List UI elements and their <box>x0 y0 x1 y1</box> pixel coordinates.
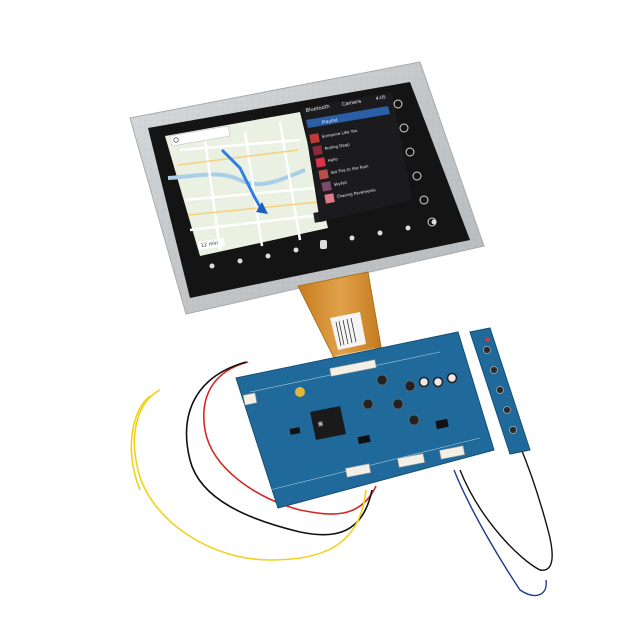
keypad-button[interactable] <box>490 366 498 374</box>
aux-connector[interactable] <box>439 445 466 460</box>
dock-icon[interactable] <box>320 240 327 249</box>
keypad-button[interactable] <box>496 386 504 394</box>
test-pad <box>295 387 305 397</box>
album-art <box>318 169 329 180</box>
keypad-board <box>469 327 531 455</box>
dock-icon[interactable] <box>431 219 437 225</box>
bottom-dock <box>209 219 437 269</box>
power-connector[interactable] <box>345 463 372 478</box>
power-wires <box>130 361 377 561</box>
tab-camera[interactable]: Camera <box>341 99 361 108</box>
album-art <box>321 181 332 192</box>
nav-arrow-icon <box>256 202 268 214</box>
tab-bluetooth[interactable]: Bluetooth <box>305 104 330 114</box>
power-icon[interactable] <box>419 195 429 205</box>
list-item[interactable]: Skyfall <box>333 180 347 187</box>
track-list: Someone Like You Rolling Deep Hello Set … <box>309 128 376 204</box>
search-icon <box>173 137 179 143</box>
music-icon[interactable] <box>405 147 415 157</box>
media-panel: Bluetooth Camera 4:05 Playlist Someone L… <box>302 92 412 222</box>
pcb <box>235 331 495 509</box>
dock-icon[interactable] <box>349 235 355 241</box>
capacitors <box>362 372 458 426</box>
list-item[interactable]: Rolling Deep <box>324 142 350 151</box>
keypad-button[interactable] <box>503 406 511 414</box>
side-controls <box>393 99 437 227</box>
keypad-button[interactable] <box>509 426 517 434</box>
main-chip <box>310 406 346 440</box>
chip-logo-icon: ▣ <box>317 420 324 428</box>
phone-icon[interactable] <box>399 123 409 133</box>
keypad-wires <box>453 445 553 597</box>
list-item[interactable]: Hello <box>327 156 338 163</box>
status-time: 4:05 <box>375 94 386 102</box>
dock-icon[interactable] <box>377 230 383 236</box>
route-line <box>220 148 264 211</box>
dock-icon[interactable] <box>265 253 271 259</box>
home-icon[interactable] <box>209 263 215 269</box>
connectors <box>242 359 466 478</box>
album-art <box>312 145 323 156</box>
ribbon-connector[interactable] <box>329 359 377 377</box>
side-connector[interactable] <box>242 392 258 406</box>
map-eta: 12 min <box>200 240 218 249</box>
keypad-led <box>486 338 490 341</box>
keypad-button[interactable] <box>483 346 491 354</box>
album-art <box>309 133 320 144</box>
dock-icon[interactable] <box>293 247 299 253</box>
dock-icon[interactable] <box>405 225 411 231</box>
lcd-module: 12 min Bluetooth Camera 4:05 Playlist So… <box>129 61 485 315</box>
album-art <box>315 157 326 168</box>
list-item[interactable]: Someone Like You <box>321 128 358 139</box>
navigation-map: 12 min <box>165 112 328 256</box>
list-item[interactable]: Set Fire to the Rain <box>330 163 369 175</box>
keypad-connector[interactable] <box>397 453 426 468</box>
controller-board: ▣ <box>235 331 495 509</box>
playlist-header: Playlist <box>321 117 338 126</box>
settings-icon[interactable] <box>412 171 422 181</box>
dock-icon[interactable] <box>237 258 243 264</box>
menu-icon[interactable] <box>393 99 403 109</box>
list-item[interactable]: Chasing Pavements <box>336 187 376 199</box>
album-art <box>324 193 335 204</box>
